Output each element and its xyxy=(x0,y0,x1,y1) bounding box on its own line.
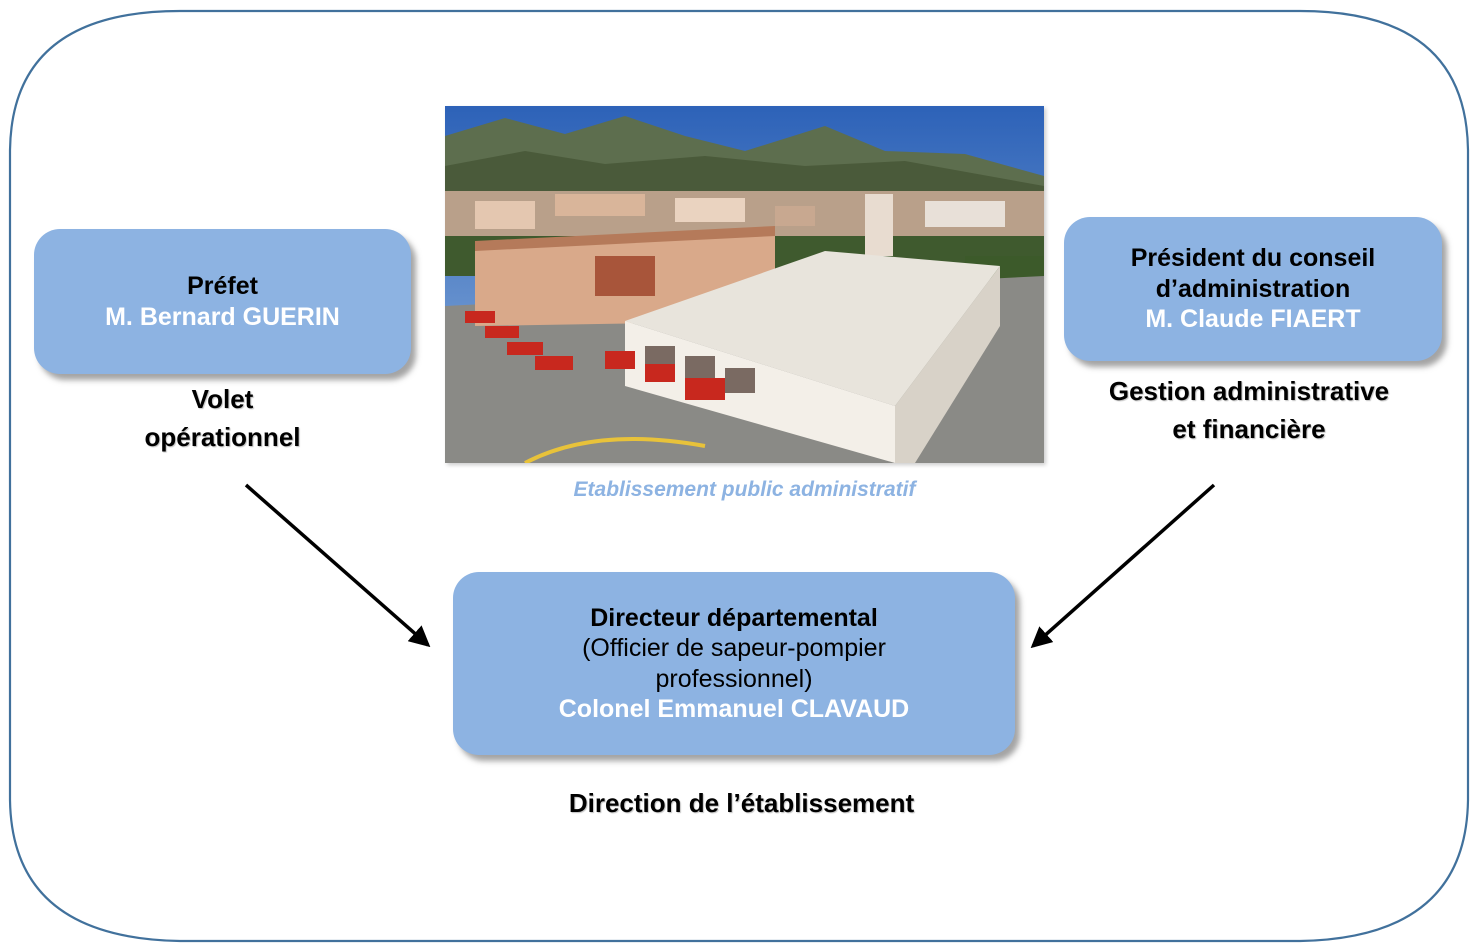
arrow-president-to-directeur xyxy=(1030,483,1216,649)
directeur-sub-line2: professionnel) xyxy=(655,664,813,693)
prefet-role-line1: Volet xyxy=(191,384,254,414)
prefet-role: Volet opérationnel xyxy=(34,381,411,456)
directeur-box: Directeur départemental (Officier de sap… xyxy=(453,572,1015,755)
prefet-name: M. Bernard GUERIN xyxy=(105,302,340,331)
president-title-line1: Président du conseil xyxy=(1130,244,1376,273)
directeur-role: Direction de l’établissement xyxy=(568,788,915,818)
directeur-sub-line1: (Officier de sapeur-pompier xyxy=(582,634,886,662)
fire-station-photo xyxy=(445,106,1044,463)
prefet-title: Préfet xyxy=(187,272,258,300)
president-name: M. Claude FIAERT xyxy=(1145,305,1361,334)
directeur-title: Directeur départemental xyxy=(590,603,878,632)
president-role-line2: et financière xyxy=(1172,413,1326,444)
president-box: Président du conseil d’administration M.… xyxy=(1064,217,1442,361)
photo-caption: Etablissement public administratif xyxy=(573,478,916,501)
president-title-line2: d’administration xyxy=(1155,274,1351,303)
president-role: Gestion administrative et financière xyxy=(1040,373,1458,448)
outer-frame xyxy=(8,9,1470,943)
directeur-name: Colonel Emmanuel CLAVAUD xyxy=(558,695,910,723)
prefet-role-line2: opérationnel xyxy=(144,421,301,452)
president-role-line1: Gestion administrative xyxy=(1108,376,1390,406)
arrow-prefet-to-directeur xyxy=(244,483,431,648)
prefet-box: Préfet M. Bernard GUERIN xyxy=(34,229,411,374)
